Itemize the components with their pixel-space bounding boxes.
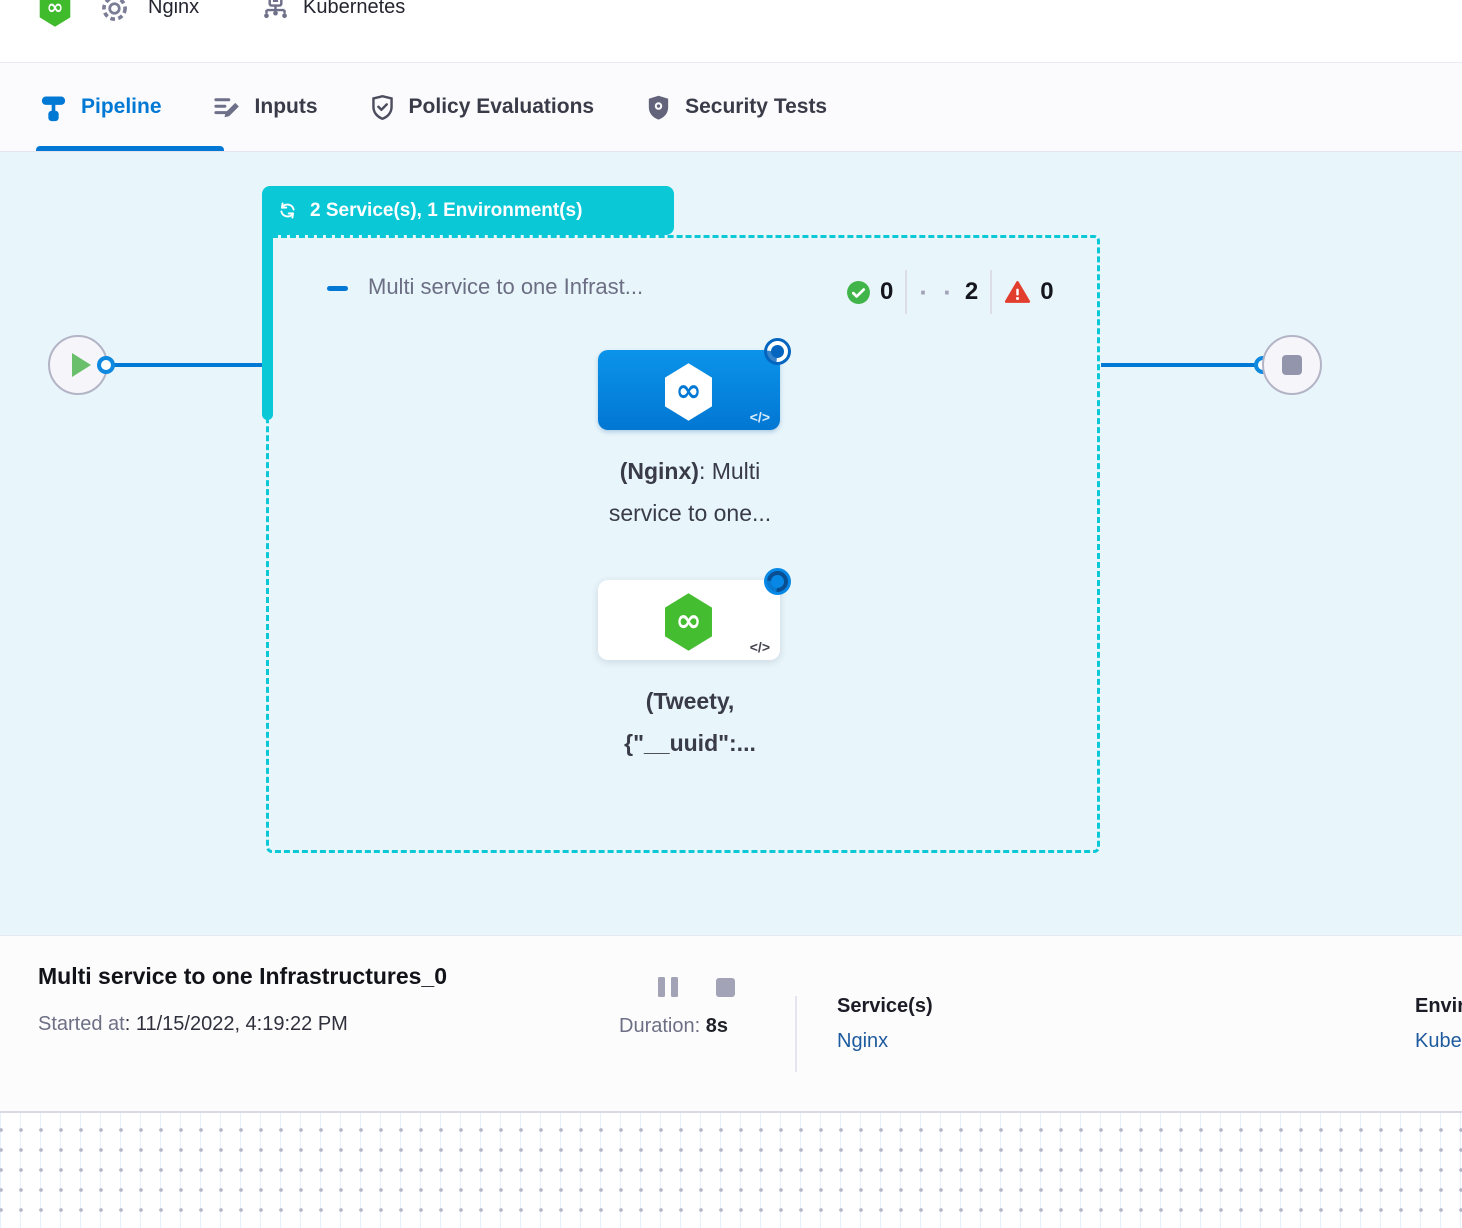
node-tweety-name-line1: (Tweety,: [645, 688, 735, 714]
connector-dot-left: [97, 356, 115, 374]
harness-service-logo-icon: ∞: [39, 0, 71, 27]
node-nginx-label: (Nginx): Multi service to one...: [559, 450, 821, 534]
tab-bar: Pipeline Inputs Policy Evaluations: [0, 63, 1462, 152]
edge-stage-to-end: [1101, 363, 1263, 367]
node-nginx-name-line2: service to one...: [608, 500, 772, 526]
running-status-badge: [764, 338, 791, 365]
shield-check-icon: [371, 94, 393, 120]
svg-text:∞: ∞: [47, 0, 64, 19]
tab-inputs-label: Inputs: [254, 95, 318, 118]
running-dots-icon: · ·: [919, 277, 956, 307]
tab-pipeline-label: Pipeline: [81, 95, 162, 118]
stage-group-badge[interactable]: 2 Service(s), 1 Environment(s): [262, 186, 674, 235]
pause-button[interactable]: [658, 977, 678, 997]
stage-group-boundary: [266, 235, 1100, 853]
node-tweety[interactable]: ∞ </>: [598, 580, 780, 660]
stop-icon: [1282, 355, 1302, 375]
pipeline-canvas[interactable]: 2 Service(s), 1 Environment(s) Multi ser…: [0, 152, 1462, 935]
infrastructure-icon: [264, 0, 287, 19]
success-count: 0: [880, 278, 894, 305]
node-tweety-label: (Tweety, {"__uuid":...: [559, 680, 821, 764]
code-glyph: </>: [749, 409, 770, 425]
started-at-value: : 11/15/2022, 4:19:22 PM: [124, 1013, 348, 1035]
svg-text:∞: ∞: [675, 603, 701, 639]
running-status-badge: [764, 568, 791, 595]
node-tweety-name-line2: {"__uuid":...: [624, 730, 756, 756]
top-header: ∞ Nginx Kubernetes: [0, 0, 1462, 63]
node-nginx-name: (Nginx): [619, 458, 699, 484]
failed-count: 0: [1040, 278, 1054, 305]
abort-button[interactable]: [716, 978, 735, 997]
duration-label: Duration:: [619, 1015, 706, 1037]
stage-group-left-strip: [262, 232, 273, 420]
services-label: Service(s): [837, 995, 933, 1017]
divider: [795, 996, 797, 1072]
tab-policy-evaluations[interactable]: Policy Evaluations: [368, 93, 595, 122]
node-nginx[interactable]: ∞ </>: [598, 350, 780, 430]
code-glyph: </>: [749, 639, 770, 655]
edge-start-to-stage: [105, 363, 265, 367]
tab-inputs[interactable]: Inputs: [212, 92, 318, 123]
inputs-icon: [213, 97, 239, 117]
success-check-icon: [847, 280, 870, 304]
pause-icon: [671, 977, 678, 997]
shield-scan-icon: [648, 95, 669, 120]
node-nginx-name-rest: : Multi: [698, 458, 761, 484]
active-tab-underline: [36, 146, 224, 151]
environments-link[interactable]: Kubernetes: [1415, 1030, 1462, 1052]
running-count: 2: [964, 278, 979, 305]
gear-icon: [102, 0, 127, 21]
pipeline-icon: [41, 96, 66, 121]
divider: [990, 270, 993, 314]
started-at: Started at: 11/15/2022, 4:19:22 PM: [38, 1013, 348, 1036]
collapse-stage-button[interactable]: [327, 286, 348, 291]
services-block: Service(s) Nginx: [837, 995, 933, 1053]
services-link[interactable]: Nginx: [837, 1030, 889, 1052]
harness-hexagon-icon: ∞: [665, 363, 712, 421]
execution-footer-bar: Multi service to one Infrastructures_0 S…: [0, 935, 1462, 1111]
top-nav-service-name[interactable]: Nginx: [148, 0, 200, 18]
failed-warning-icon: [1005, 280, 1031, 303]
duration-value: 8s: [705, 1015, 728, 1037]
stage-status-counts: 0 · · 2 0: [846, 270, 1054, 314]
stage-title[interactable]: Multi service to one Infrast...: [368, 274, 644, 299]
pipeline-end-node: [1262, 335, 1322, 395]
console-grid-area: [0, 1111, 1462, 1228]
top-nav-environment-name[interactable]: Kubernetes: [303, 0, 406, 18]
play-icon: [71, 353, 91, 377]
tab-pipeline[interactable]: Pipeline: [38, 92, 162, 123]
tab-security-tests-label: Security Tests: [685, 95, 828, 118]
tab-security-tests[interactable]: Security Tests: [644, 93, 827, 122]
execution-title: Multi service to one Infrastructures_0: [38, 963, 448, 989]
environments-label: Environment(s): [1415, 995, 1462, 1017]
harness-hexagon-icon: ∞: [665, 593, 712, 651]
environments-block: Environment(s) Kubernetes: [1415, 995, 1462, 1053]
loop-icon: [280, 202, 295, 219]
started-at-label: Started at: [38, 1013, 125, 1035]
divider: [905, 270, 908, 314]
pause-icon: [658, 977, 665, 997]
stage-group-badge-label: 2 Service(s), 1 Environment(s): [310, 199, 583, 221]
svg-text:∞: ∞: [675, 373, 701, 409]
tab-policy-evaluations-label: Policy Evaluations: [408, 95, 595, 118]
duration: Duration: 8s: [619, 1015, 728, 1038]
